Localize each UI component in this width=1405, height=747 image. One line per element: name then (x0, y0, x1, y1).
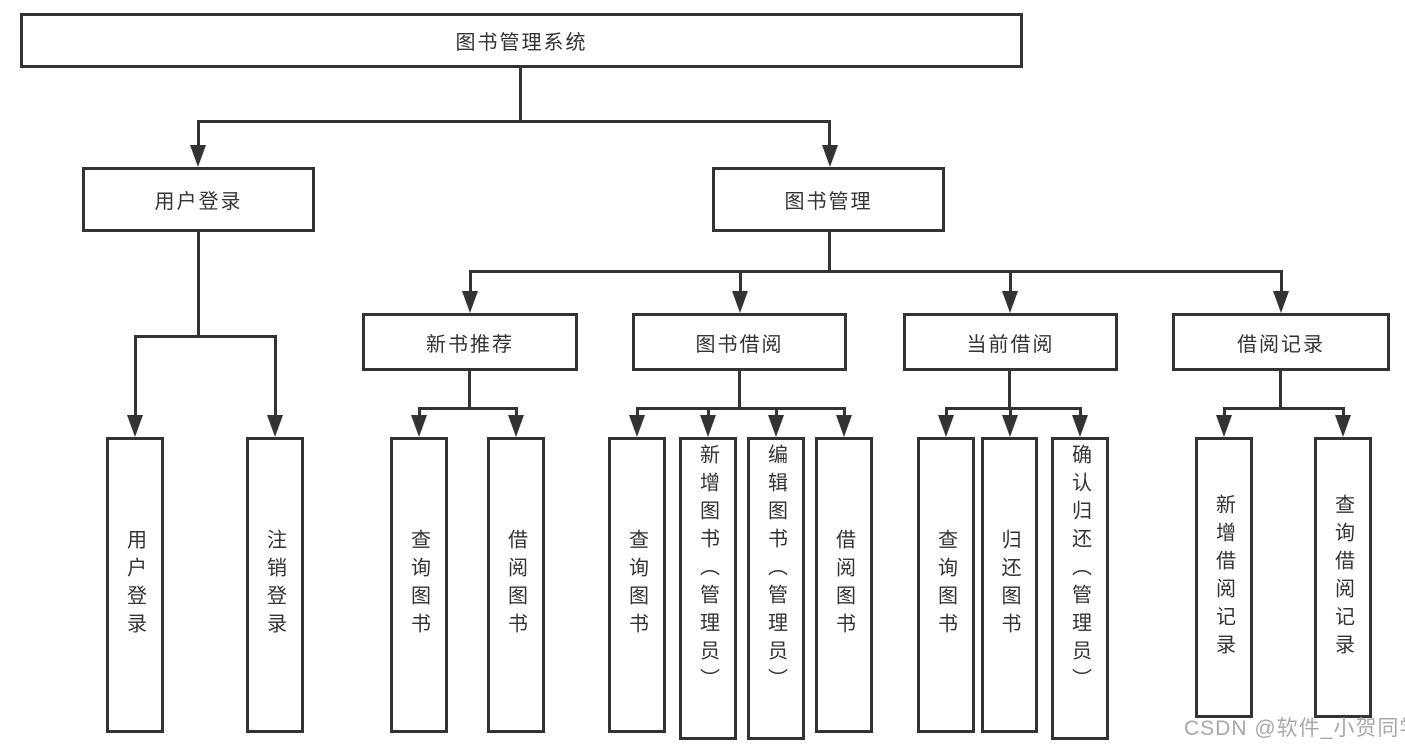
leaf-user-login-label: 用户登录 (123, 529, 146, 641)
arrow-down-icon (822, 145, 838, 167)
connector-line (418, 407, 518, 410)
node-book-borrowing-label: 图书借阅 (695, 333, 784, 356)
connector-line (468, 371, 471, 409)
connector-line (1008, 371, 1011, 409)
arrow-down-icon (836, 415, 852, 437)
connector-line (636, 407, 845, 410)
connector-line (828, 232, 831, 272)
arrow-down-icon (127, 415, 143, 437)
arrow-down-icon (1002, 291, 1018, 313)
connector-line (1342, 407, 1345, 417)
connector-line (1079, 407, 1082, 417)
connector-line (1009, 407, 1012, 417)
leaf-borrow-books-label: 借阅图书 (832, 529, 855, 641)
node-borrowing-records-label: 借阅记录 (1237, 333, 1325, 356)
leaf-add-books-admin-label: 新增图书（管理员） (696, 444, 719, 696)
connector-line (636, 407, 639, 417)
connector-line (134, 335, 137, 416)
node-book-borrowing: 图书借阅 (632, 313, 847, 371)
arrow-down-icon (629, 415, 645, 437)
arrow-down-icon (1072, 415, 1088, 437)
connector-line (1279, 371, 1282, 409)
node-user-login: 用户登录 (82, 167, 315, 232)
leaf-confirm-return-admin-label: 确认归还（管理员） (1068, 444, 1091, 696)
arrow-down-icon (732, 291, 748, 313)
connector-line (274, 335, 277, 416)
leaf-return-books: 归还图书 (981, 437, 1038, 733)
leaf-query-books-recommend-label: 查询图书 (407, 529, 430, 641)
leaf-query-borrow-record: 查询借阅记录 (1314, 437, 1372, 718)
connector-line (707, 407, 710, 417)
leaf-query-books-current: 查询图书 (917, 437, 975, 733)
node-book-management: 图书管理 (712, 167, 945, 232)
arrow-down-icon (938, 415, 954, 437)
connector-line (1009, 270, 1012, 291)
arrow-down-icon (267, 415, 283, 437)
connector-line (739, 270, 742, 291)
connector-line (515, 407, 518, 417)
connector-line (738, 371, 741, 409)
node-borrowing-records: 借阅记录 (1172, 313, 1390, 371)
arrow-down-icon (190, 145, 206, 167)
leaf-borrow-books-recommend: 借阅图书 (487, 437, 545, 733)
arrow-down-icon (1216, 415, 1232, 437)
leaf-query-borrow-record-label: 查询借阅记录 (1331, 493, 1354, 662)
leaf-query-books-borrowing: 查询图书 (608, 437, 666, 733)
connector-line (775, 407, 778, 417)
leaf-query-books-recommend: 查询图书 (390, 437, 448, 733)
arrow-down-icon (462, 291, 478, 313)
node-current-borrowing: 当前借阅 (903, 313, 1118, 371)
node-book-management-label: 图书管理 (784, 191, 873, 213)
connector-line (1223, 407, 1226, 417)
leaf-logout: 注销登录 (246, 437, 304, 733)
arrow-down-icon (411, 415, 427, 437)
connector-line (1280, 270, 1283, 291)
leaf-return-books-label: 归还图书 (998, 529, 1020, 641)
node-root: 图书管理系统 (20, 13, 1023, 68)
connector-line (197, 120, 831, 123)
connector-line (945, 407, 1082, 410)
node-current-borrowing-label: 当前借阅 (966, 333, 1055, 356)
connector-line (197, 120, 200, 147)
connector-line (469, 270, 1282, 273)
arrow-down-icon (1335, 415, 1351, 437)
arrow-down-icon (700, 415, 716, 437)
arrow-down-icon (508, 415, 524, 437)
connector-line (519, 68, 522, 122)
leaf-query-books-borrowing-label: 查询图书 (625, 529, 648, 641)
leaf-borrow-books-recommend-label: 借阅图书 (504, 529, 527, 641)
node-user-login-label: 用户登录 (154, 191, 243, 213)
leaf-confirm-return-admin: 确认归还（管理员） (1051, 437, 1109, 740)
leaf-add-borrow-record-label: 新增借阅记录 (1212, 493, 1235, 662)
arrow-down-icon (1273, 291, 1289, 313)
arrow-down-icon (768, 415, 784, 437)
leaf-query-books-current-label: 查询图书 (934, 529, 957, 641)
node-root-label: 图书管理系统 (455, 32, 588, 54)
connector-line (828, 120, 831, 147)
connector-line (197, 232, 200, 337)
leaf-add-books-admin: 新增图书（管理员） (679, 437, 737, 740)
connector-line (418, 407, 421, 417)
connector-line (1223, 407, 1345, 410)
csdn-watermark: CSDN @软件_小贺同学 (1184, 717, 1405, 740)
leaf-edit-books-admin-label: 编辑图书（管理员） (764, 444, 787, 696)
leaf-borrow-books: 借阅图书 (815, 437, 873, 733)
connector-line (945, 407, 948, 417)
arrow-down-icon (1002, 415, 1018, 437)
leaf-logout-label: 注销登录 (263, 529, 286, 641)
node-new-book-recommend: 新书推荐 (362, 313, 578, 371)
leaf-user-login: 用户登录 (106, 437, 164, 733)
connector-line (469, 270, 472, 291)
leaf-add-borrow-record: 新增借阅记录 (1195, 437, 1253, 718)
node-new-book-recommend-label: 新书推荐 (426, 333, 514, 356)
connector-line (843, 407, 846, 417)
leaf-edit-books-admin: 编辑图书（管理员） (747, 437, 805, 740)
connector-line (134, 335, 277, 338)
